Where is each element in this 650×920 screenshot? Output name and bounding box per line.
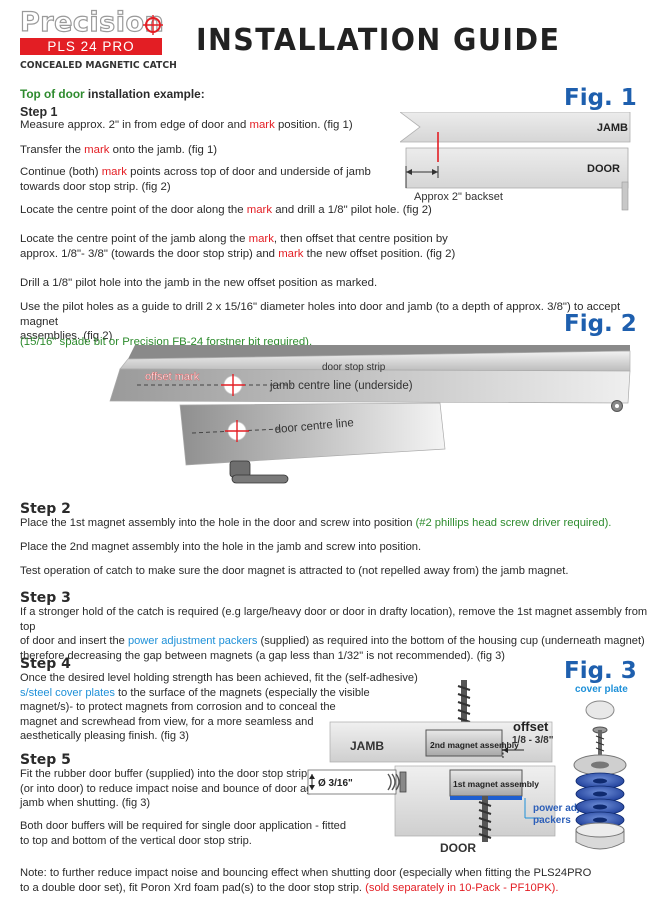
fig1-jamb xyxy=(400,112,631,143)
step1-line7: Use the pilot holes as a guide to drill … xyxy=(20,301,621,342)
fig2-handle xyxy=(229,460,289,484)
fig2-label: Fig. 2 xyxy=(564,311,637,337)
step1-line4: Locate the centre point of the door alon… xyxy=(20,204,432,216)
fig3-magnet1-label: 1st magnet assembly xyxy=(453,779,539,789)
logo: Precision PLS 24 PRO xyxy=(19,7,170,58)
fig3-packers-label2: packers xyxy=(533,815,571,826)
fig3-magnet2-label: 2nd magnet assembly xyxy=(430,740,519,750)
step1-line3: Continue (both) mark points across top o… xyxy=(20,166,371,193)
fig2-offset-mark-label: offset mark xyxy=(145,371,200,383)
fig1-diagram: JAMB DOOR Approx 2" backset xyxy=(400,112,631,211)
fig3-label: Fig. 3 xyxy=(564,658,637,684)
step5-body2: Both door buffers will be required for s… xyxy=(20,820,347,847)
step1-line5: Locate the centre point of the jamb alon… xyxy=(20,233,456,260)
fig3-screw-top xyxy=(457,680,471,750)
fig3-dia-label: Ø 3/16" xyxy=(318,778,353,789)
tagline: CONCEALED MAGNETIC CATCH xyxy=(20,60,177,71)
fig3-jamb-label: JAMB xyxy=(350,739,384,753)
fig2-top-strip xyxy=(128,345,630,359)
fig3-buffer xyxy=(387,771,407,793)
step2-line2: Place the 2nd magnet assembly into the h… xyxy=(20,541,422,553)
step1-heading: Step 1 xyxy=(20,105,58,119)
page-title: INSTALLATION GUIDE xyxy=(196,23,561,58)
step2-line1: Place the 1st magnet assembly into the h… xyxy=(20,517,612,529)
fig3-magnet1 xyxy=(449,769,523,797)
step3-body: If a stronger hold of the catch is requi… xyxy=(20,606,648,662)
step1-line6: Drill a 1/8" pilot hole into the jamb in… xyxy=(20,277,378,289)
step5-heading: Step 5 xyxy=(20,752,71,768)
fig2-jamb xyxy=(109,368,631,404)
fig2-door xyxy=(179,402,446,466)
step1-line2: Transfer the mark onto the jamb. (fig 1) xyxy=(20,144,218,156)
note: Note: to further reduce impact noise and… xyxy=(20,867,592,894)
fig2-door-stop-label: door stop strip xyxy=(322,362,386,373)
step2-heading: Step 2 xyxy=(20,501,71,517)
fig3-packer-stack xyxy=(575,772,625,829)
fig3-screw-bottom xyxy=(478,796,492,842)
fig3-cover-plate xyxy=(585,700,615,720)
step4-heading: Step 4 xyxy=(20,656,71,672)
model-badge: PLS 24 PRO xyxy=(20,38,162,55)
step1-line1: Measure approx. 2" in from edge of door … xyxy=(20,119,353,131)
fig1-door-label: DOOR xyxy=(587,163,620,175)
fig3-exploded-screw xyxy=(592,726,608,756)
logo-wordmark: Precision xyxy=(19,7,165,38)
fig3-diagram: JAMB 2nd magnet assembly offset 1/8 - 3/… xyxy=(307,680,628,855)
fig2-diagram: door stop strip offset mark jamb centre … xyxy=(109,345,631,484)
fig3-cover-plate-label: cover plate xyxy=(575,684,628,695)
step5-body: Fit the rubber door buffer (supplied) in… xyxy=(20,768,336,809)
section-heading: Top of door installation example: xyxy=(20,87,205,101)
fig3-magnet2 xyxy=(425,729,503,757)
step3-heading: Step 3 xyxy=(20,590,71,606)
crosshair-icon xyxy=(143,15,163,35)
step2-line3: Test operation of catch to make sure the… xyxy=(20,565,569,577)
step4-body: Once the desired level holding strength … xyxy=(20,672,418,742)
fig1-label: Fig. 1 xyxy=(564,85,637,111)
fig1-backset-label: Approx 2" backset xyxy=(414,191,503,203)
fig3-door-label: DOOR xyxy=(440,841,476,855)
fig3-offset-label: offset xyxy=(513,719,549,734)
fig2-jamb-line-label: jamb centre line (underside) xyxy=(269,380,413,392)
fig1-jamb-label: JAMB xyxy=(597,122,628,134)
fig3-offset-range: 1/8 - 3/8" xyxy=(512,735,554,746)
